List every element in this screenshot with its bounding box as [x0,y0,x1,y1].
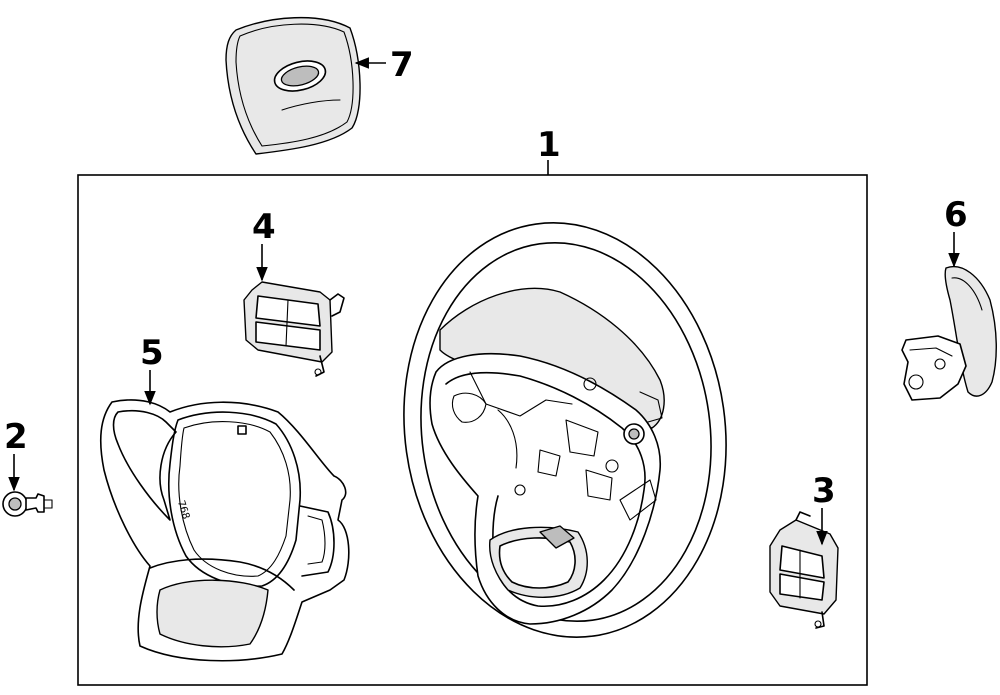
callout-4: 4 [252,207,276,247]
steering-wheel-part-1 [403,222,727,638]
paddle-shifter-part-6 [901,266,997,401]
callout-5: 5 [140,333,164,373]
callout-6: 6 [944,195,968,235]
callouts: 1 2 3 4 5 6 7 [4,45,968,546]
bolt-part-2 [2,491,53,517]
callout-7: 7 [390,45,414,85]
switch-module-part-4 [243,281,345,377]
callout-2: 2 [4,417,28,457]
callout-1: 1 [537,125,561,165]
airbag-module-part [225,16,361,155]
steering-wheel-bezel-part-5: 768 [99,399,350,662]
callout-3: 3 [812,471,836,511]
assembly-frame [77,174,868,686]
switch-module-part-3 [769,511,839,629]
